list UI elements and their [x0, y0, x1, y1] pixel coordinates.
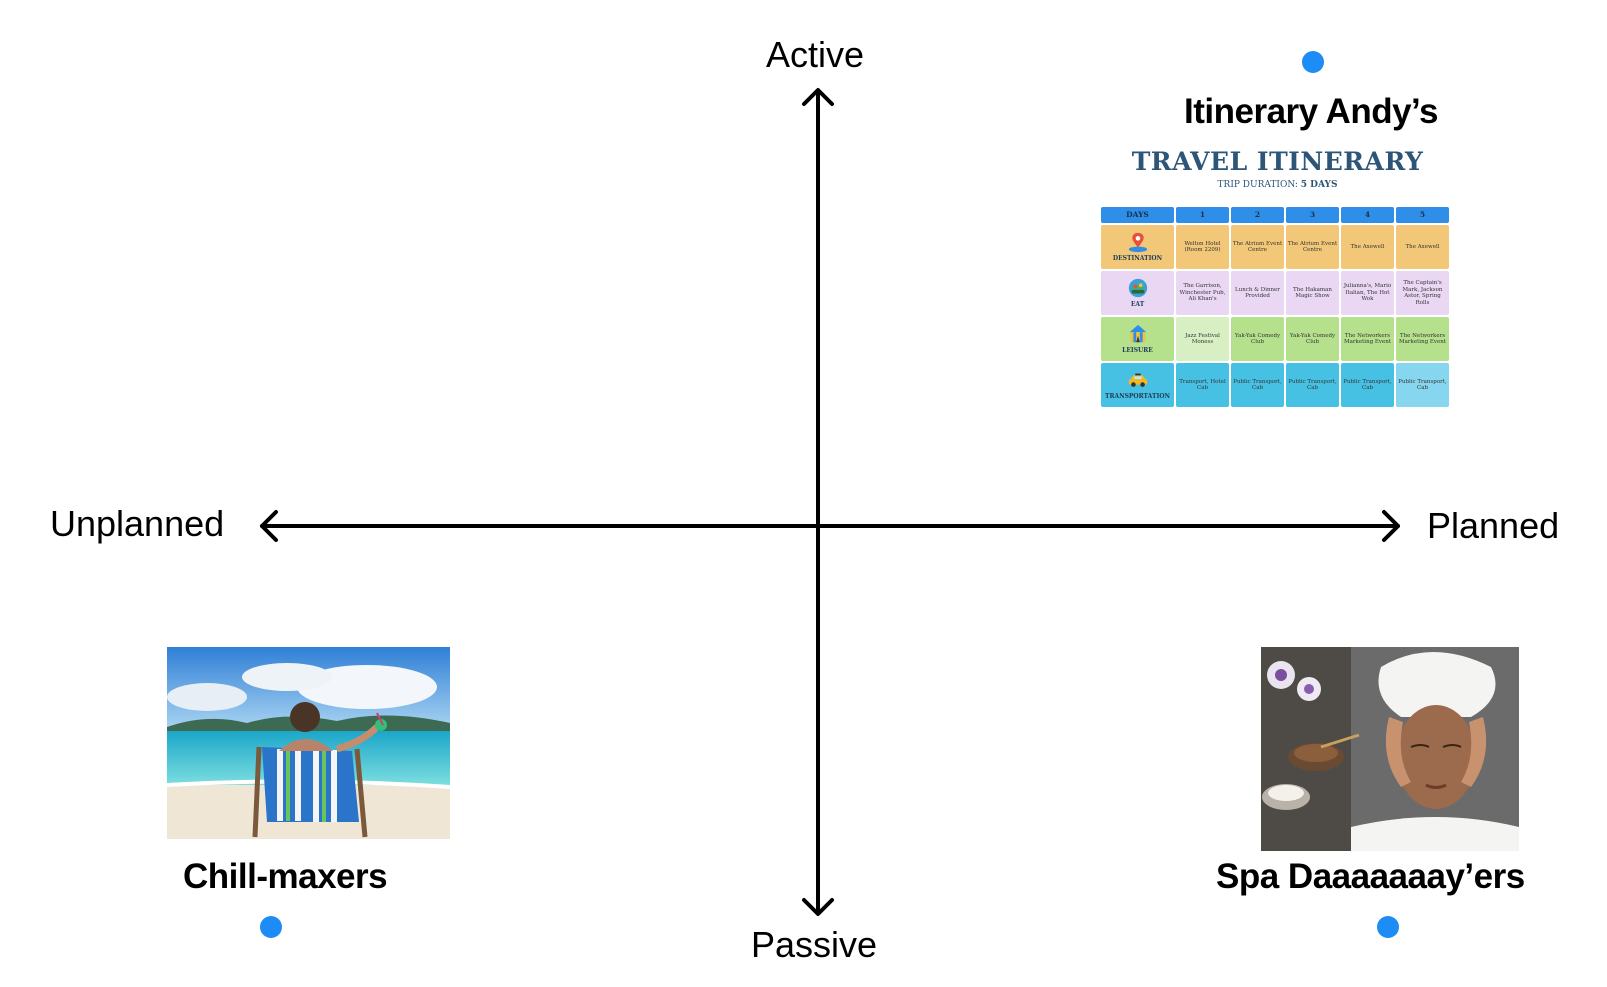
table-cell: The Hakaman Magic Show [1286, 271, 1339, 315]
beach-scene-image [167, 647, 450, 839]
table-cell: Jazz Festival Moness [1176, 317, 1229, 361]
duration-value: 5 DAYS [1300, 180, 1338, 190]
quadrant-dot-itinerary[interactable] [1302, 51, 1324, 73]
table-cell: The Axewell [1341, 225, 1394, 269]
taxi-icon [1128, 373, 1147, 388]
quadrant-dot-chill[interactable] [260, 916, 282, 938]
axis-label-passive: Passive [751, 924, 878, 965]
quadrant-title-spa: Spa Daaaaaaay’ers [1216, 857, 1525, 896]
table-cell: The Atrium Event Centre [1286, 225, 1339, 269]
arrow-left-icon [260, 510, 278, 542]
row-label-destination: DESTINATION [1101, 225, 1174, 269]
table-cell: Transport, Hotel Cab [1176, 363, 1229, 407]
table-cell: The Garrison, Winchester Pub, Ali Khan's [1176, 271, 1229, 315]
row-label-text: TRANSPORTATION [1105, 393, 1170, 401]
itinerary-duration: TRIP DURATION: 5 DAYS [1100, 179, 1455, 191]
arrow-up-icon [802, 88, 834, 106]
arrow-right-icon [1382, 510, 1400, 542]
table-cell: Lunch & Dinner Provided [1231, 271, 1284, 315]
orchid-flowers [1267, 661, 1321, 701]
table-cell: The Axewell [1396, 225, 1449, 269]
table-cell: The Networkers Marketing Event [1396, 317, 1449, 361]
table-header-cell: 2 [1231, 207, 1284, 223]
row-label-transportation: TRANSPORTATION [1101, 363, 1174, 407]
row-label-text: EAT [1130, 301, 1145, 309]
circus-tent-icon [1129, 325, 1146, 343]
duration-label: TRIP DURATION: [1217, 180, 1298, 190]
quadrant-dot-spa[interactable] [1377, 916, 1399, 938]
map-pin-icon [1128, 233, 1147, 253]
axis-label-unplanned: Unplanned [50, 503, 225, 544]
table-cell: Welton Hotel (Room 2209) [1176, 225, 1229, 269]
row-label-text: LEISURE [1122, 347, 1153, 355]
table-header-cell: 3 [1286, 207, 1339, 223]
row-label-text: DESTINATION [1112, 255, 1163, 263]
row-label-leisure: LEISURE [1101, 317, 1174, 361]
table-cell: Public Transport, Cab [1286, 363, 1339, 407]
axis-label-active: Active [766, 34, 865, 75]
itinerary-table: DAYS 1 2 3 4 5 DESTINATION Welton Hotel … [1101, 207, 1449, 407]
table-header-cell: 4 [1341, 207, 1394, 223]
table-header-cell: 1 [1176, 207, 1229, 223]
arrow-down-icon [802, 898, 834, 916]
table-header-cell: DAYS [1101, 207, 1174, 223]
itinerary-title: TRAVEL ITINERARY [1131, 147, 1424, 176]
food-icon [1128, 279, 1147, 298]
table-header-cell: 5 [1396, 207, 1449, 223]
table-cell: Yak-Yak Comedy Club [1286, 317, 1339, 361]
table-cell: Public Transport, Cab [1341, 363, 1394, 407]
table-cell: The Networkers Marketing Event [1341, 317, 1394, 361]
row-label-eat: EAT [1101, 271, 1174, 315]
spa-facial-photo [1261, 647, 1519, 851]
travel-itinerary-image: TRAVEL ITINERARY TRIP DURATION: 5 DAYS D… [1100, 145, 1455, 413]
table-cell: Yak-Yak Comedy Club [1231, 317, 1284, 361]
quadrant-title-itinerary: Itinerary Andy’s [1184, 92, 1438, 131]
quadrant-title-chill: Chill-maxers [183, 857, 388, 896]
beach-chair-photo [167, 647, 450, 839]
spa-scene-image [1261, 647, 1519, 851]
table-cell: Public Transport, Cab [1396, 363, 1449, 407]
table-cell: The Captain's Mark, Jackson Astor, Sprin… [1396, 271, 1449, 315]
table-cell: Public Transport, Cab [1231, 363, 1284, 407]
table-cell: The Atrium Event Centre [1231, 225, 1284, 269]
table-cell: Julianna's, Mario Italian, The Hot Wok [1341, 271, 1394, 315]
axis-label-planned: Planned [1427, 505, 1560, 546]
